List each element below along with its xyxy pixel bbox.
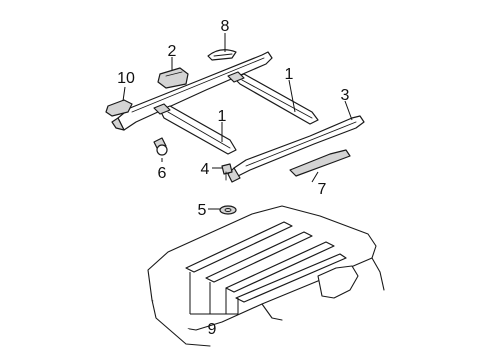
callout-7: 7	[318, 181, 327, 198]
callout-1-lower-crossbar: 1	[218, 108, 227, 125]
callout-8: 8	[221, 18, 230, 35]
cover	[207, 49, 237, 61]
end-cap	[105, 99, 133, 117]
bracket	[289, 149, 351, 177]
lower-crossbar	[153, 103, 237, 155]
callout-2: 2	[168, 43, 177, 60]
clip	[157, 67, 189, 89]
callout-labels: 8 2 10 1 1 3 6 4 5 7 9	[117, 18, 349, 338]
leader-lines	[122, 33, 353, 315]
callout-10: 10	[117, 70, 135, 87]
vehicle-roof	[147, 205, 385, 347]
screw	[221, 163, 233, 181]
callout-9: 9	[208, 321, 217, 338]
callout-5: 5	[198, 202, 207, 219]
upper-crossbar	[227, 71, 319, 125]
nut	[219, 205, 237, 215]
callout-3: 3	[341, 87, 350, 104]
callout-4: 4	[201, 161, 210, 178]
bolt	[153, 137, 168, 156]
callout-6: 6	[158, 165, 167, 182]
callout-1-upper-crossbar: 1	[285, 66, 294, 83]
